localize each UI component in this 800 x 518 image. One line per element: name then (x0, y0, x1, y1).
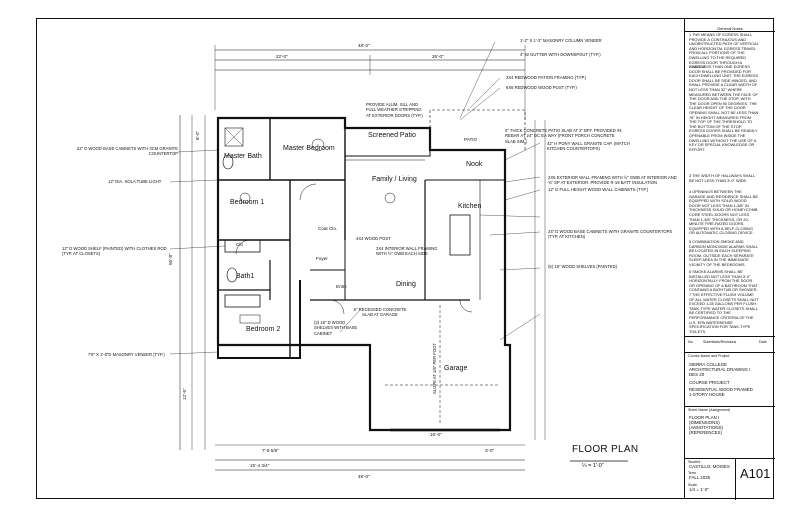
note-concrete-patio: 4" THICK CONCRETE PATIO SLAB AT 2" BFF. … (505, 128, 622, 144)
room-master-bedroom: Master Bedroom (283, 145, 335, 152)
rev-header-date: Date (759, 340, 767, 344)
sheet-name-box: Sheet Name (Assignment) FLOOR PLAN I (DI… (685, 406, 775, 450)
sheet-name-line-2: (DIMENSIONS) (689, 420, 720, 425)
note-recessed-slab: 6" RECESSED CONCRETE SLAB AT GARAGE (353, 307, 407, 318)
general-note-4: 4 OPENINGS BETWEEN THE GARAGE AND RESIDE… (689, 189, 759, 236)
sheet-name-line-3: (ANNOTATIONS) (689, 425, 723, 430)
sheet-name-line-4: (REFERENCES) (689, 430, 722, 435)
note-garage-shelves: (3) 18" D WOOD SHELVES WITH BASE CABINET (314, 320, 358, 336)
dim-bottom-seg4: 16'-0" (430, 432, 442, 437)
revision-table: No. Submittals/Revisions Date (685, 336, 775, 348)
title-block: General Notes 1 THE MEANS OF EGRESS SHAL… (684, 18, 775, 500)
note-redwood-post: 6X6 REDWOOD WOOD POST (TYP.) (506, 85, 577, 90)
course-line-1: SIERRA COLLEGE (689, 362, 728, 367)
note-wall-cabinets: 12" D FULL HEIGHT WOOD WALL CABINETS (TY… (548, 187, 649, 192)
term-label: Term (688, 471, 696, 475)
drawing-scale: ¼ = 1'-0" (582, 463, 604, 469)
room-family-living: Family / Living (372, 176, 417, 183)
course-line-2: ARCHITECTURAL DRAWING I (689, 367, 751, 372)
note-base-cabinets-master: 22" D WOOD BASE CABINETS WITH 3CM GRANIT… (76, 146, 178, 157)
student-name: CASTILLO, MOISES (689, 464, 730, 469)
note-interior-wall: 2X4 INTERIOR WALL FRAMING WITH ½" GWB EA… (376, 246, 438, 257)
note-pony-wall: 42" H PONY WALL GRANITE CAP. (MATCH KITC… (547, 141, 630, 152)
general-note-1: 1 THE MEANS OF EGRESS SHALL PROVIDE A CO… (689, 32, 759, 70)
sheet-number: A101 (740, 466, 771, 481)
general-note-2: 2 NOT LESS THAN ONE EGRESS DOOR SHALL BE… (689, 64, 759, 152)
room-master-bath: Master Bath (224, 153, 262, 160)
course-line-5: RESIDENTIAL WOOD FRAMED (689, 387, 753, 392)
note-masonry-veneer: 7'6" x 1'-8"D MASONRY VENEER (TYP.) (88, 352, 165, 357)
note-gutter: 4" W GUTTER WITH DOWNSPOUT (TYP.) (520, 52, 601, 57)
term-value: FALL 2025 (689, 475, 711, 480)
general-note-3: 3 THE WIDTH OF HALLWAYS SHALL BE NOT LES… (689, 173, 756, 183)
drawing-title: FLOOR PLAN (572, 444, 639, 455)
note-exterior-wall: 2X6 EXTERIOR WALL FRAMING WITH ½" GWB AT… (548, 175, 677, 186)
general-notes-title: General Notes (685, 26, 775, 33)
course-box: Course Name and Project SIERRA COLLEGE A… (685, 352, 775, 406)
dim-bottom-seg1: 15'-4 3/4" (250, 463, 270, 468)
room-dining: Dining (396, 281, 416, 288)
room-patio: PATIO (464, 137, 478, 142)
note-base-cabinets-kitchen: 24" D WOOD BASE CABINETS WITH GRANITE CO… (548, 229, 673, 240)
drawing-sheet-border (36, 18, 774, 499)
dim-left-seg2: 8'-0" (195, 130, 200, 140)
dim-bottom-seg3: 3'-0" (485, 448, 495, 453)
student-box: Student CASTILLO, MOISES Term FALL 2025 … (685, 458, 775, 500)
room-garage: Garage (444, 365, 468, 372)
room-foyer: Foyer (316, 256, 328, 261)
note-sola-tube: 12" DIA. SOLA TUBE LIGHT (108, 179, 162, 184)
note-masonry-column: 1'-2" x 1'-2" MASONRY COLUMN VENEER (520, 38, 602, 43)
note-wood-shelves: (5) 18" WOOD SHELVES (PAINTED) (548, 264, 618, 269)
course-label: Course Name and Project (688, 354, 730, 358)
room-bath1: Bath1 (236, 273, 255, 280)
room-kitchen: Kitchen (458, 203, 482, 210)
rev-header-no: No. (688, 340, 694, 344)
note-wood-post: 4x4 WOOD POST (356, 236, 391, 241)
sheet-name-label: Sheet Name (Assignment) (688, 408, 731, 412)
room-coat-closet: Coat Clo. (318, 226, 338, 231)
sheet-number-box: A101 (735, 459, 775, 500)
room-bedroom2: Bedroom 2 (246, 326, 281, 333)
dim-top-left: 22'-0" (276, 54, 288, 59)
room-entry: Entry (336, 284, 347, 289)
dim-bottom-overall: 48'-0" (358, 474, 370, 479)
dim-top-overall: 48'-0" (358, 43, 370, 48)
room-nook: Nook (466, 161, 483, 168)
general-note-7: 7 THE EFFECTIVE FLUSH VOLUME OF ALL WATE… (689, 292, 759, 334)
course-line-4: COURSE PROJECT (689, 380, 730, 385)
note-wood-shelf: 12" D WOOD SHELF (PAINTED) WITH CLOTHES … (62, 246, 167, 257)
dim-left-seg1: 12'-5" (182, 388, 187, 400)
rev-header-submittals: Submittals/Revisions (703, 340, 737, 344)
course-line-6: 1-STORY HOUSE (689, 392, 725, 397)
course-line-3: DES 20 (689, 372, 705, 377)
scale-value: 1/4 = 1'-0" (689, 487, 709, 492)
dim-bottom-seg2: 7'-8 5/8" (262, 448, 279, 453)
general-note-6: 6 SMOKE ALARMS SHALL BE INSTALLED NOT LE… (689, 269, 758, 293)
room-screened-patio: Screened Patio (368, 132, 416, 139)
sheet-name-line-1: FLOOR PLAN I (689, 415, 720, 420)
scale-label: Scale (688, 483, 697, 487)
note-patio-framing: 2X4 REDWOOD PATION FRAMING (TYP.) (506, 75, 587, 80)
general-note-5: 5 COMBINATION SMOKE AND CARBON MONOXIDE … (689, 239, 759, 267)
room-bedroom1: Bedroom 1 (230, 199, 265, 206)
note-slope: SLOPE AT 1/8" PER FOOT (432, 343, 437, 394)
note-alum-sill: PROVIDE ALUM. SILL AND FULL WEATHER STRI… (366, 102, 423, 118)
student-label: Student (688, 460, 701, 464)
room-closet: Clo (236, 242, 243, 247)
dim-top-right: 26'-0" (432, 54, 444, 59)
